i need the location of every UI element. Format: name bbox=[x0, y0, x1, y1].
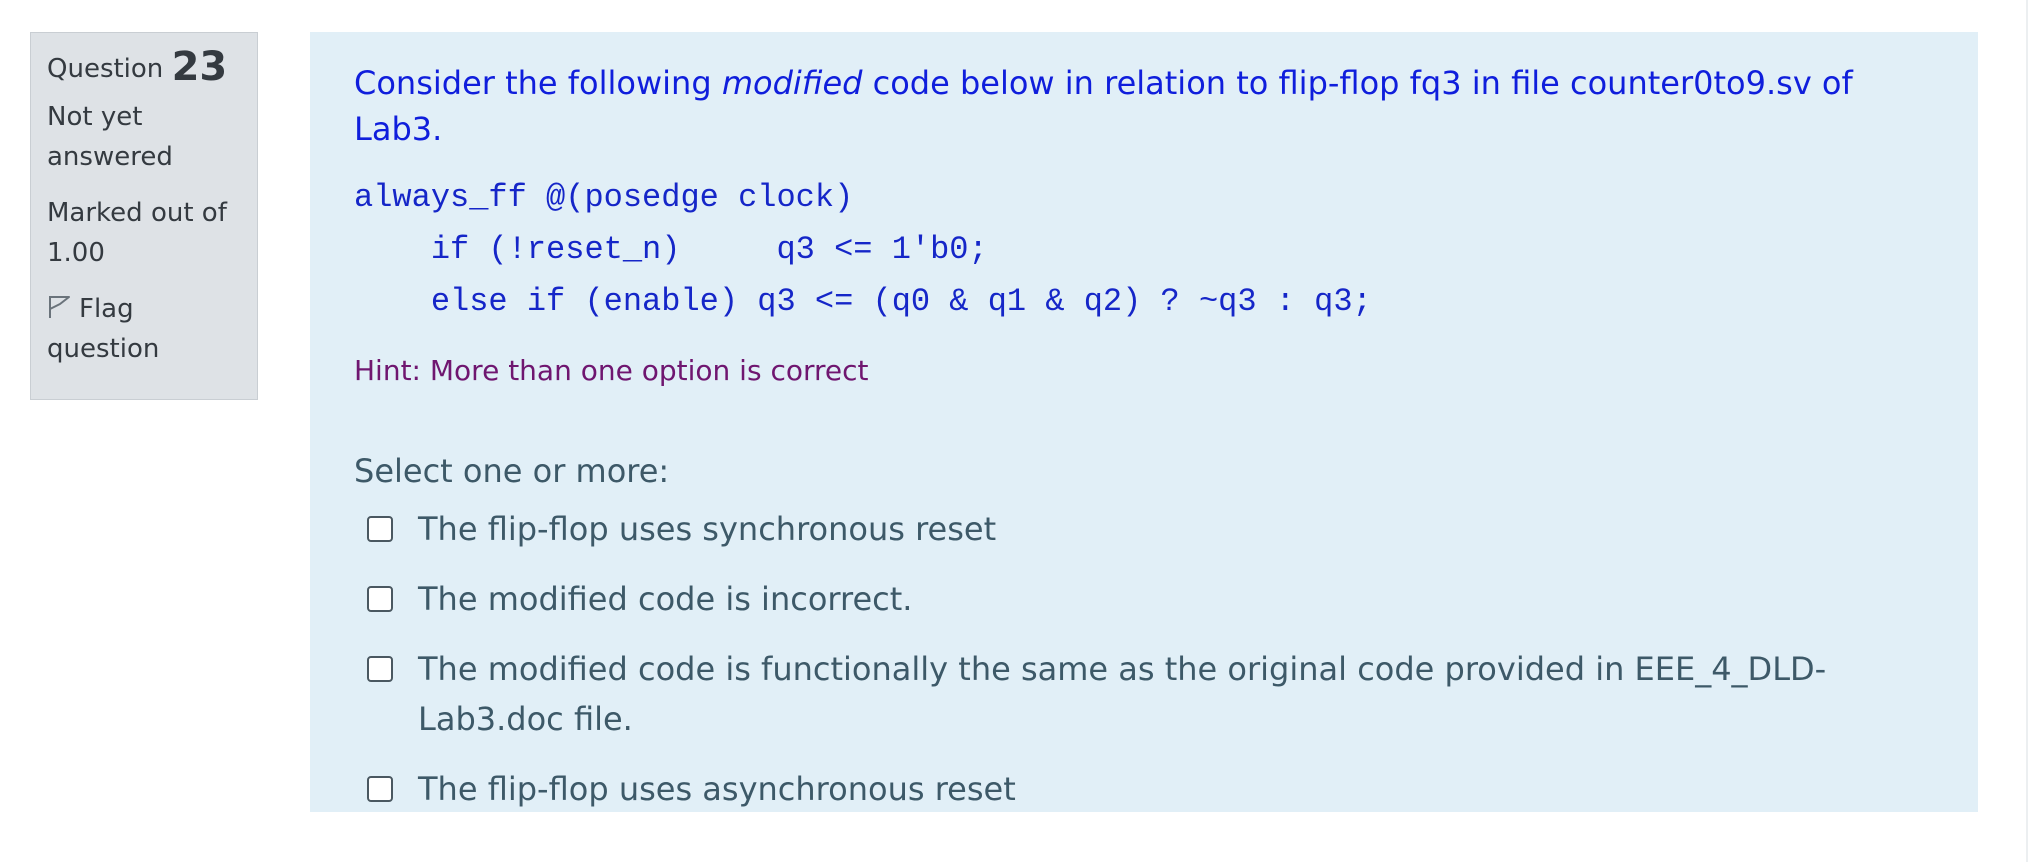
option-label: The flip-flop uses synchronous reset bbox=[418, 510, 997, 548]
question-number-heading: Question 23 bbox=[47, 47, 241, 89]
option-checkbox[interactable] bbox=[367, 776, 393, 802]
question-grade: Marked out of 1.00 bbox=[47, 198, 227, 268]
question-text: Consider the following modified code bel… bbox=[354, 60, 1934, 152]
answer-option[interactable]: The modified code is functionally the sa… bbox=[354, 644, 1934, 744]
question-state: Not yet answered bbox=[47, 102, 173, 172]
code-block: always_ff @(posedge clock) if (!reset_n)… bbox=[354, 172, 1934, 328]
page-scroll-edge bbox=[2026, 0, 2028, 862]
hint-text: Hint: More than one option is correct bbox=[354, 354, 869, 387]
option-label: The flip-flop uses asynchronous reset bbox=[418, 770, 1016, 808]
code-line: always_ff @(posedge clock) bbox=[354, 179, 854, 216]
option-label: The modified code is functionally the sa… bbox=[418, 650, 1827, 738]
answer-prompt: Select one or more: bbox=[354, 452, 670, 490]
question-text-before: Consider the following bbox=[354, 64, 722, 102]
option-checkbox[interactable] bbox=[367, 516, 393, 542]
option-label: The modified code is incorrect. bbox=[418, 580, 913, 618]
question-content: Consider the following modified code bel… bbox=[310, 32, 1978, 812]
code-line: else if (enable) q3 <= (q0 & q1 & q2) ? … bbox=[354, 283, 1372, 320]
answer-option[interactable]: The flip-flop uses asynchronous reset bbox=[354, 764, 1934, 814]
flag-question-label: Flag question bbox=[47, 294, 160, 364]
flag-question-button[interactable]: Flag question bbox=[47, 289, 241, 369]
question-text-after: code below in relation to flip-flop fq3 … bbox=[354, 64, 1853, 148]
question-word: Question bbox=[47, 54, 164, 84]
code-line: if (!reset_n) q3 <= 1'b0; bbox=[354, 231, 988, 268]
question-number: 23 bbox=[171, 44, 228, 90]
answer-option[interactable]: The modified code is incorrect. bbox=[354, 574, 1934, 624]
answer-option[interactable]: The flip-flop uses synchronous reset bbox=[354, 504, 1934, 554]
option-checkbox[interactable] bbox=[367, 586, 393, 612]
question-text-emphasis: modified bbox=[721, 64, 863, 102]
flag-icon bbox=[47, 291, 73, 318]
question-info-panel: Question 23 Not yet answered Marked out … bbox=[30, 32, 258, 400]
option-checkbox[interactable] bbox=[367, 656, 393, 682]
answer-options: The flip-flop uses synchronous reset The… bbox=[354, 504, 1934, 814]
